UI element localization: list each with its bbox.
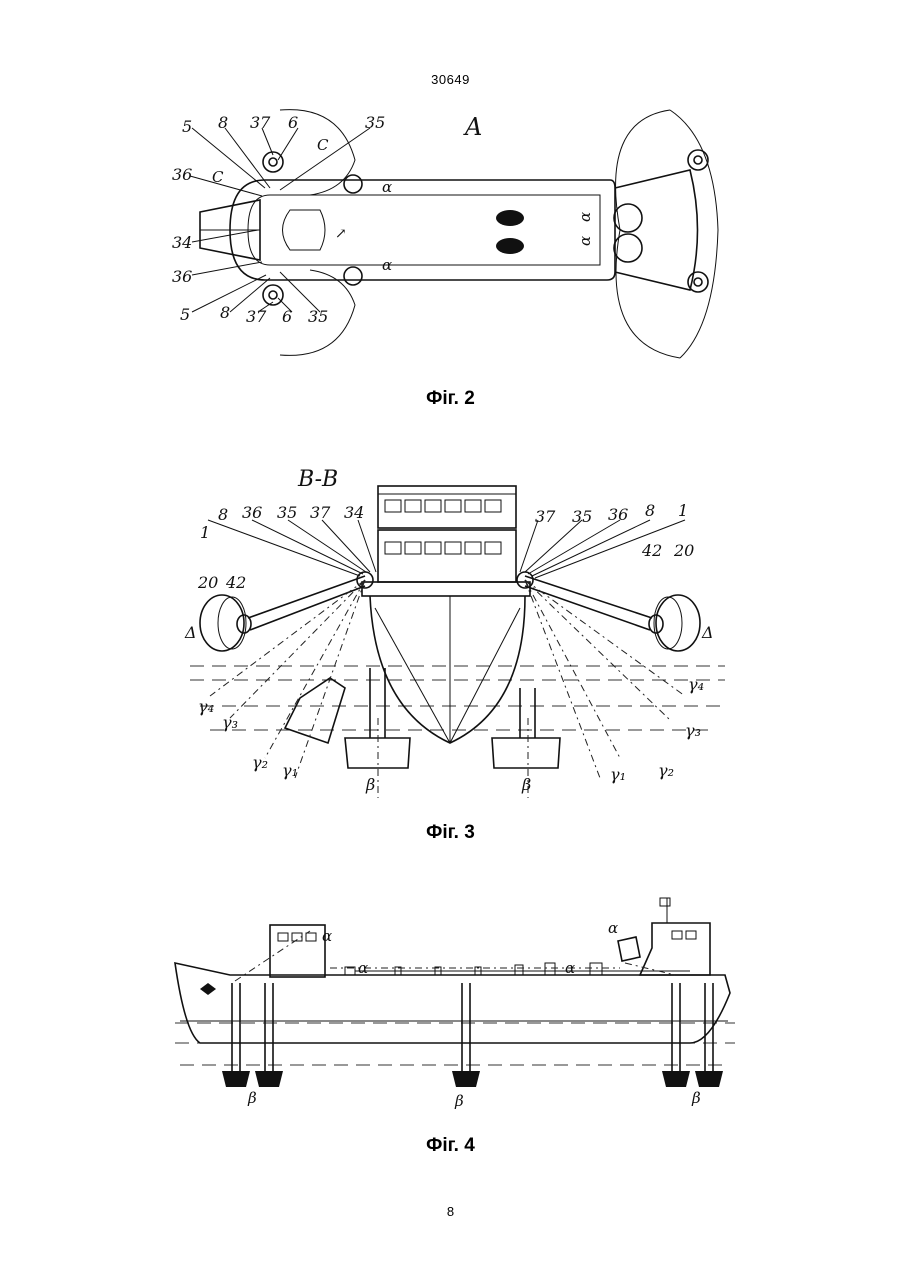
document-number: 30649: [0, 72, 901, 87]
label-beta-left: β: [365, 775, 375, 794]
figure-3-caption: Фіг. 3: [0, 822, 901, 844]
label-alpha-2: α: [382, 256, 392, 274]
label-beta-right: β: [521, 775, 531, 794]
label-c-left: C: [212, 168, 224, 186]
label-beta-1: β: [247, 1089, 257, 1107]
svg-text:↗: ↗: [335, 226, 347, 242]
label-36-right: 36: [608, 505, 628, 524]
label-gamma1-right: γ₁: [610, 765, 626, 784]
label-alpha-3: α: [576, 212, 594, 222]
label-alpha-3: α: [565, 959, 575, 977]
label-37-bottom: 37: [246, 307, 267, 326]
label-5-top: 5: [182, 117, 192, 136]
label-20-right: 20: [673, 541, 694, 560]
label-delta-right: Δ: [701, 623, 714, 642]
label-42-right: 42: [641, 541, 662, 560]
label-alpha-1: α: [382, 178, 392, 196]
label-alpha-2: α: [358, 959, 368, 977]
label-8-right: 8: [645, 501, 655, 520]
label-37-right: 37: [535, 507, 556, 526]
label-alpha-1: α: [322, 927, 332, 945]
label-1-right: 1: [678, 501, 688, 520]
label-delta-left: Δ: [184, 623, 197, 642]
label-gamma2-left: γ₂: [252, 753, 268, 772]
label-6-top: 6: [288, 113, 298, 132]
label-42-left: 42: [225, 573, 246, 592]
page-number: 8: [0, 1204, 901, 1219]
label-34: 34: [344, 503, 364, 522]
label-6-bottom: 6: [282, 307, 292, 326]
label-8-top: 8: [218, 113, 228, 132]
label-beta-3: β: [691, 1089, 701, 1107]
label-35-top: 35: [365, 113, 385, 132]
label-gamma1-left: γ₁: [282, 761, 298, 780]
figure-2-drawing: ↗ 5 8 37 6 35 C C 36 34 36 5 8 37 6 35 A…: [170, 100, 730, 370]
label-36-bottom: 36: [172, 267, 192, 286]
figure-3-drawing: 8 36 35 37 34 1 20 42 Δ 37 35 36 8 1 42 …: [180, 458, 740, 803]
figure-4-drawing: α α α α β β β: [170, 893, 740, 1115]
view-label-a: A: [463, 113, 482, 141]
view-label-bb: B-B: [297, 467, 338, 492]
label-gamma4-left: γ₄: [198, 697, 214, 716]
label-alpha-4: α: [576, 236, 594, 246]
label-8-left: 8: [218, 505, 228, 524]
label-20-left: 20: [197, 573, 218, 592]
label-gamma4-right: γ₄: [688, 675, 704, 694]
label-35-right: 35: [572, 507, 592, 526]
figure-4-caption: Фіг. 4: [0, 1135, 901, 1157]
label-alpha-4: α: [608, 919, 618, 937]
label-gamma2-right: γ₂: [658, 761, 674, 780]
figure-2-caption: Фіг. 2: [0, 388, 901, 410]
label-gamma3-left: γ₃: [222, 713, 238, 732]
label-35-left: 35: [277, 503, 297, 522]
label-c-top: C: [317, 136, 329, 154]
label-1-left: 1: [200, 523, 210, 542]
label-5-bottom: 5: [180, 305, 190, 324]
label-beta-2: β: [454, 1092, 464, 1110]
label-gamma3-right: γ₃: [685, 721, 701, 740]
label-35-bottom: 35: [308, 307, 328, 326]
label-36-top: 36: [172, 165, 192, 184]
label-37-left: 37: [310, 503, 331, 522]
label-34: 34: [172, 233, 192, 252]
label-37-top: 37: [250, 113, 271, 132]
label-8-bottom: 8: [220, 303, 230, 322]
label-36-left: 36: [242, 503, 262, 522]
